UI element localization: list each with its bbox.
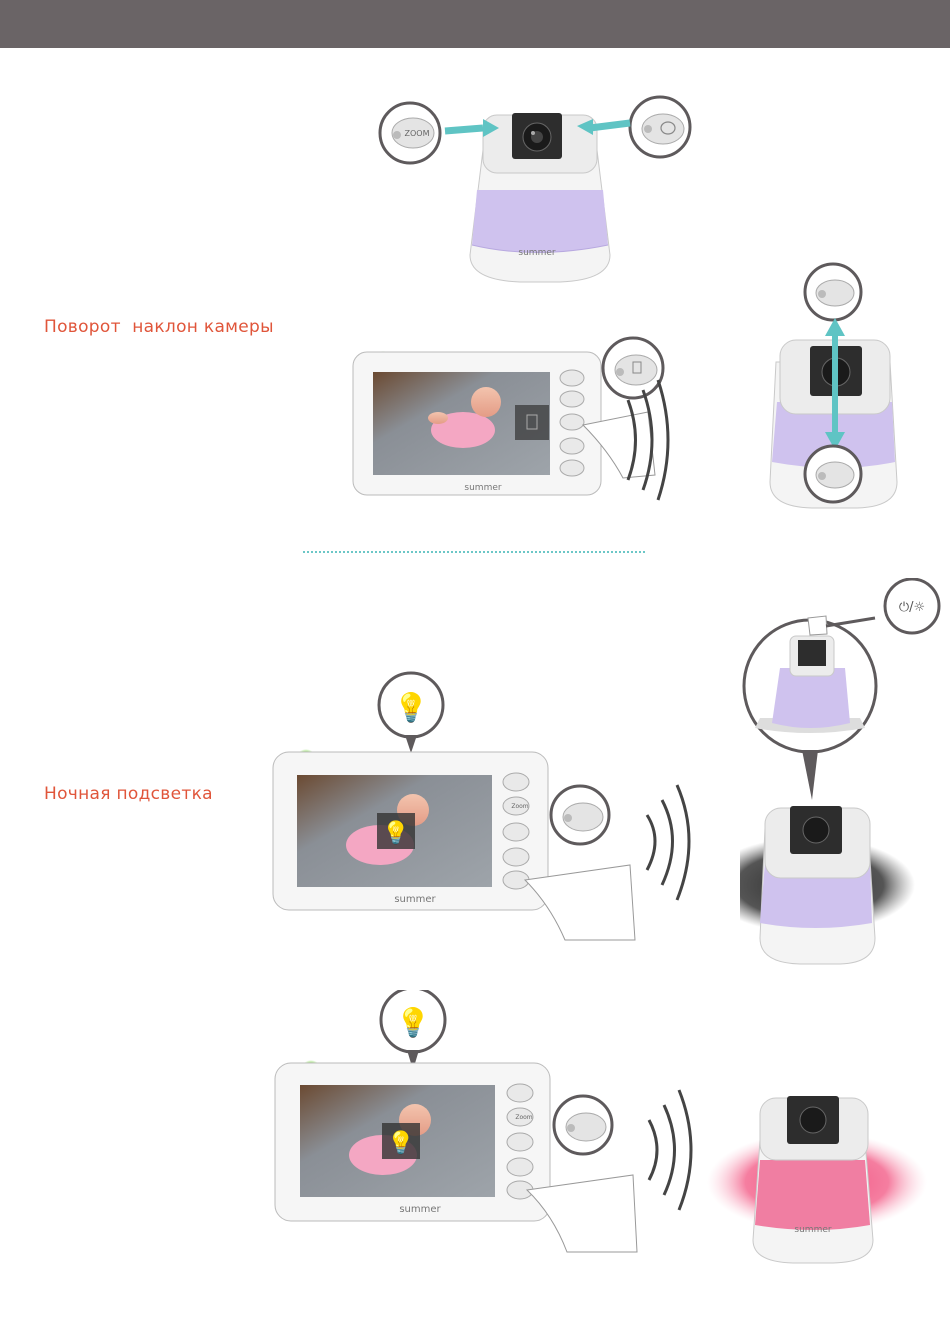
header-bar [0, 0, 950, 48]
camera-tilt-illustration [762, 262, 912, 517]
bulb-red-callout: 💡 [381, 990, 445, 1070]
monitor-nightlight-red: 💡 💡 Zoom summer [265, 990, 695, 1265]
camera-pan-illustration: ZOOM summer [375, 95, 700, 290]
bulb-icon: 💡 [396, 1006, 431, 1039]
section-divider [303, 551, 645, 553]
bulb-icon: 💡 [394, 691, 429, 724]
brand-logo: summer [464, 483, 501, 493]
bulb-icon: 💡 [387, 1130, 414, 1156]
power-icon: ⏻/☼ [899, 600, 925, 615]
section-label-pan-tilt: Поворот наклон камеры [44, 317, 274, 337]
light-button-callout [551, 786, 609, 844]
brand-logo: summer [394, 894, 436, 905]
light-button-callout [554, 1096, 612, 1154]
light-button-callout [805, 446, 861, 502]
monitor-tilt-illustration: summer [343, 330, 673, 505]
talk-button-callout [630, 97, 690, 157]
bulb-icon: 💡 [382, 820, 409, 846]
camera-pink-illustration: summer [705, 1090, 935, 1265]
pan-right-arrow [590, 123, 630, 128]
camera-power-illustration: ⏻/☼ [740, 578, 950, 968]
zoom-label-small: Zoom [511, 803, 528, 810]
brand-logo: summer [794, 1225, 831, 1235]
brand-logo: summer [518, 248, 555, 258]
bulb-teal-callout: 💡 [379, 673, 443, 753]
tilt-button-callout [603, 338, 663, 398]
monitor-nightlight-teal: 💡 💡 Zoom summer [265, 670, 695, 945]
brand-logo: summer [399, 1204, 441, 1215]
zoom-label: ZOOM [405, 129, 430, 138]
power-button-callout: ⏻/☼ [885, 579, 939, 633]
section-label-night-light: Ночная подсветка [44, 784, 213, 804]
zoom-button-callout: ZOOM [380, 103, 440, 163]
pan-left-arrow [445, 128, 483, 131]
menu-button-callout [805, 264, 861, 320]
zoom-label-small: Zoom [515, 1114, 532, 1121]
